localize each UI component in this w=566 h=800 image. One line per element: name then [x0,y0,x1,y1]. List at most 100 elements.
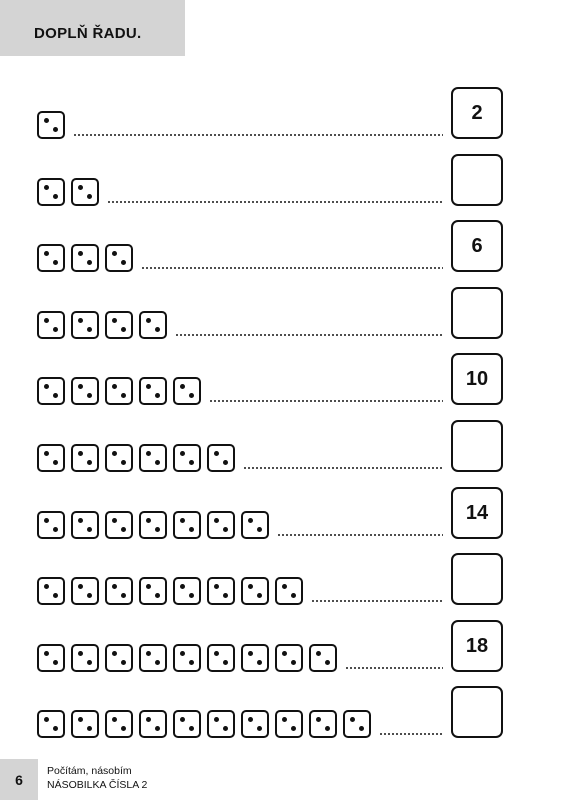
footer-line-subtitle: Počítám, násobím [47,765,132,777]
answer-box: 14 [451,487,503,539]
exercise-row: 10 [37,353,503,405]
answer-box: 6 [451,220,503,272]
pip [146,717,151,722]
die-two-icon [71,644,99,672]
pip [112,251,117,256]
dice-group [37,244,133,272]
dotted-leader-line [73,134,443,136]
pip [155,527,160,532]
die-two-icon [207,710,235,738]
dice-group [37,444,235,472]
die-two-icon [207,577,235,605]
pip [146,651,151,656]
dotted-leader-line [243,467,443,469]
pip [180,584,185,589]
die-two-icon [139,511,167,539]
die-two-icon [37,511,65,539]
pip [121,726,126,731]
pip [112,717,117,722]
pip [146,584,151,589]
pip [78,384,83,389]
pip [223,460,228,465]
die-two-icon [37,178,65,206]
pip [189,593,194,598]
pip [87,260,92,265]
pip [180,518,185,523]
die-two-icon [37,644,65,672]
pip [121,260,126,265]
die-two-icon [173,577,201,605]
die-two-icon [71,577,99,605]
pip [87,593,92,598]
pip [53,260,58,265]
pip [112,318,117,323]
pip [53,726,58,731]
pip [44,451,49,456]
die-two-icon [309,710,337,738]
answer-box[interactable] [451,553,503,605]
answer-box[interactable] [451,686,503,738]
die-two-icon [139,710,167,738]
pip [282,651,287,656]
pip [44,384,49,389]
header-bar: DOPLŇ ŘADU. [0,0,185,56]
die-two-icon [275,710,303,738]
pip [78,251,83,256]
pip [316,651,321,656]
pip [316,717,321,722]
dotted-leader-line [141,267,443,269]
pip [87,527,92,532]
pip [282,584,287,589]
pip [189,660,194,665]
pip [44,518,49,523]
pip [291,726,296,731]
pip [155,726,160,731]
pip [53,660,58,665]
pip [155,593,160,598]
pip [87,726,92,731]
die-two-icon [207,444,235,472]
answer-box[interactable] [451,154,503,206]
pip [78,651,83,656]
dice-group [37,377,201,405]
pip [112,451,117,456]
pip [214,651,219,656]
pip [180,451,185,456]
die-two-icon [71,244,99,272]
dotted-leader-line [209,400,443,402]
answer-box[interactable] [451,420,503,472]
die-two-icon [71,178,99,206]
pip [53,393,58,398]
die-two-icon [173,710,201,738]
die-two-icon [37,577,65,605]
pip [121,527,126,532]
pip [146,384,151,389]
pip [53,194,58,199]
pip [87,460,92,465]
die-two-icon [139,377,167,405]
die-two-icon [37,111,65,139]
pip [78,318,83,323]
dotted-leader-line [107,201,443,203]
die-two-icon [275,644,303,672]
exercise-row [37,553,503,605]
pip [121,393,126,398]
pip [121,660,126,665]
pip [146,451,151,456]
pip [257,593,262,598]
die-two-icon [71,377,99,405]
die-two-icon [275,577,303,605]
exercise-row [37,154,503,206]
die-two-icon [139,644,167,672]
pip [189,527,194,532]
page-number: 6 [0,759,38,800]
pip [121,327,126,332]
pip [112,384,117,389]
pip [214,717,219,722]
pip [44,318,49,323]
die-two-icon [105,577,133,605]
die-two-icon [173,511,201,539]
pip [214,584,219,589]
pip [180,717,185,722]
answer-box[interactable] [451,287,503,339]
